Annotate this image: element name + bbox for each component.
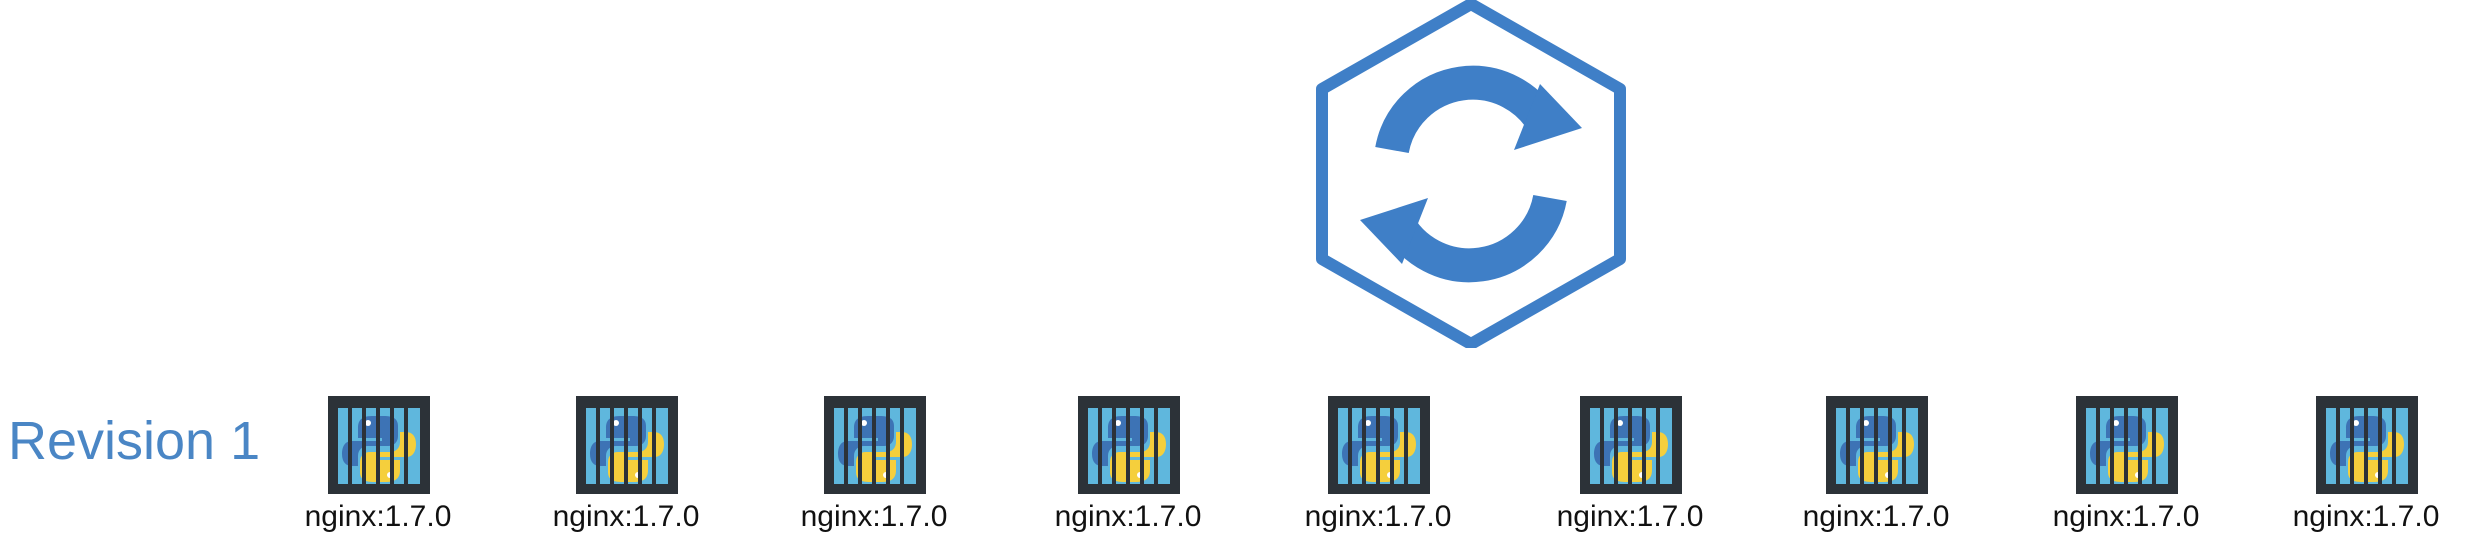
pod-label: nginx:1.7.0	[1054, 500, 1202, 533]
python-container-icon	[1580, 396, 1682, 494]
pod: nginx:1.7.0	[2286, 396, 2446, 546]
revision-label: Revision 1	[8, 411, 261, 471]
pod-label: nginx:1.7.0	[1304, 500, 1452, 533]
pod-label: nginx:1.7.0	[1802, 500, 1950, 533]
python-container-icon	[328, 396, 430, 494]
pod: nginx:1.7.0	[794, 396, 954, 546]
pod-label: nginx:1.7.0	[2292, 500, 2440, 533]
pod: nginx:1.7.0	[1796, 396, 1956, 546]
pod: nginx:1.7.0	[1550, 396, 1710, 546]
pod-label: nginx:1.7.0	[304, 500, 452, 533]
pod-label: nginx:1.7.0	[1556, 500, 1704, 533]
python-container-icon	[2076, 396, 2178, 494]
rolling-update-icon	[1316, 0, 1626, 348]
python-container-icon	[2316, 396, 2418, 494]
pod: nginx:1.7.0	[546, 396, 706, 546]
python-container-icon	[1328, 396, 1430, 494]
pod: nginx:1.7.0	[2046, 396, 2206, 546]
pod-label: nginx:1.7.0	[800, 500, 948, 533]
pod: nginx:1.7.0	[1298, 396, 1458, 546]
python-container-icon	[576, 396, 678, 494]
python-container-icon	[1826, 396, 1928, 494]
pod: nginx:1.7.0	[1048, 396, 1208, 546]
python-container-icon	[824, 396, 926, 494]
pod: nginx:1.7.0	[298, 396, 458, 546]
pod-label: nginx:1.7.0	[2052, 500, 2200, 533]
python-container-icon	[1078, 396, 1180, 494]
pod-label: nginx:1.7.0	[552, 500, 700, 533]
